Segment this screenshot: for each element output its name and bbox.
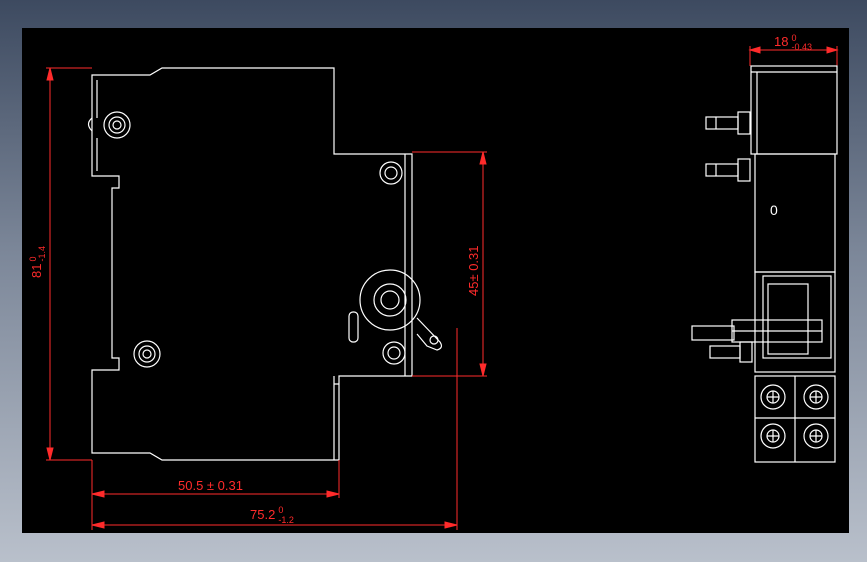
terminal-screw-3 bbox=[760, 423, 786, 449]
screw-right-lower bbox=[382, 341, 406, 365]
side-label: 0 bbox=[770, 202, 778, 218]
dim-75-arrow-left bbox=[91, 521, 105, 529]
t2-outer bbox=[803, 384, 829, 410]
breaker-body-outline bbox=[91, 67, 413, 461]
side-pin-upper bbox=[705, 111, 751, 135]
pin-middle-shaft bbox=[705, 163, 739, 177]
screw-right-lower-inner bbox=[387, 346, 401, 360]
screw-top-left-inner bbox=[108, 116, 126, 134]
side-pin-middle bbox=[705, 158, 751, 182]
dim-45-arrow-bot bbox=[479, 363, 487, 377]
dim-45-text: 45± 0.31 bbox=[466, 245, 481, 296]
screw-bottom-left-inner bbox=[138, 345, 156, 363]
side-view: 0 bbox=[691, 65, 838, 463]
dim-50-arrow-left bbox=[91, 490, 105, 498]
t1-outer bbox=[760, 384, 786, 410]
bottom-step bbox=[333, 376, 339, 460]
t4-cross bbox=[810, 430, 822, 442]
handle-hub-inner bbox=[380, 290, 400, 310]
dim-45-arrow-top bbox=[479, 151, 487, 165]
t1-cross bbox=[767, 391, 779, 403]
dim-81-arrow-bot bbox=[46, 447, 54, 461]
pin-middle-collar bbox=[737, 158, 751, 182]
dim-75-arrow-right bbox=[444, 521, 458, 529]
handle-hub-outer bbox=[359, 269, 421, 331]
terminal-screw-4 bbox=[803, 423, 829, 449]
screw-right-upper-inner bbox=[384, 166, 398, 180]
dim-81-text: 810-1.4 bbox=[28, 246, 47, 278]
side-body-middle bbox=[754, 153, 836, 273]
screw-bottom-left bbox=[133, 340, 161, 368]
dim-50-text: 50.5 ± 0.31 bbox=[178, 478, 243, 493]
side-toggle-housing bbox=[762, 275, 832, 359]
dim-18-arrow-left bbox=[748, 46, 761, 54]
front-view bbox=[87, 67, 443, 461]
terminal-screw-1 bbox=[760, 384, 786, 410]
t4-outer bbox=[803, 423, 829, 449]
dimensions-layer bbox=[46, 46, 839, 530]
screw-top-left-core bbox=[112, 120, 122, 130]
t3-cross bbox=[767, 430, 779, 442]
side-toggle-stem-collar bbox=[739, 341, 753, 363]
toggle-lever bbox=[416, 317, 443, 351]
side-toggle-tip bbox=[691, 325, 735, 341]
side-body-lower bbox=[754, 271, 836, 373]
dim-50-arrow-right bbox=[326, 490, 340, 498]
side-toggle-stem bbox=[709, 345, 741, 359]
dim-18-arrow-right bbox=[826, 46, 839, 54]
side-toggle bbox=[691, 275, 832, 363]
handle-hub-mid bbox=[373, 283, 407, 317]
left-notch bbox=[87, 117, 93, 132]
side-body-upper bbox=[750, 65, 838, 155]
terminal-screw-2 bbox=[803, 384, 829, 410]
indicator-slot bbox=[348, 311, 359, 343]
pin-upper-shaft bbox=[705, 116, 739, 130]
screw-bottom-left-core bbox=[142, 349, 152, 359]
dim-81-arrow-top bbox=[46, 67, 54, 81]
side-toggle-inner bbox=[767, 283, 809, 355]
screw-right-upper bbox=[379, 161, 403, 185]
t3-outer bbox=[760, 423, 786, 449]
t2-cross bbox=[810, 391, 822, 403]
screw-top-left bbox=[103, 111, 131, 139]
toggle-lever-pin bbox=[429, 335, 439, 345]
pin-upper-collar bbox=[737, 111, 751, 135]
